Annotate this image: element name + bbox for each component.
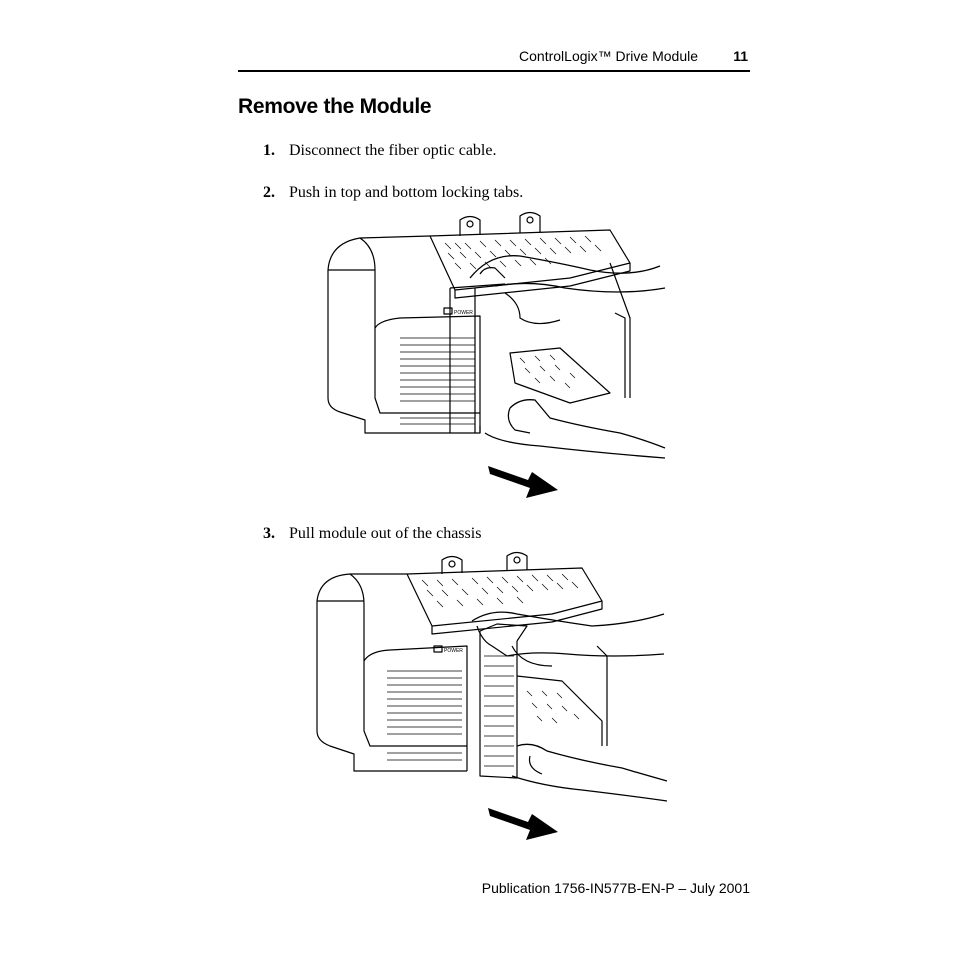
down-arrow-icon (486, 800, 566, 845)
header-rule (238, 70, 750, 72)
publication-footer: Publication 1756-IN577B-EN-P – July 2001 (481, 880, 750, 896)
power-led-icon (433, 645, 443, 653)
power-label: POWER (454, 310, 473, 316)
step-1: 1. Disconnect the fiber optic cable. (263, 142, 496, 160)
down-arrow-icon (486, 458, 566, 503)
step-text: Pull module out of the chassis (289, 525, 482, 542)
header-title: ControlLogix™ Drive Module (519, 48, 698, 64)
step-number: 1. (263, 142, 275, 159)
figure-pull-module: POWER (312, 546, 672, 806)
page-number: 11 (733, 48, 748, 64)
step-text: Disconnect the fiber optic cable. (289, 142, 497, 159)
step-number: 2. (263, 184, 275, 201)
page-header: ControlLogix™ Drive Module 11 (238, 44, 750, 72)
step-number: 3. (263, 525, 275, 542)
section-title: Remove the Module (238, 95, 432, 118)
step-text: Push in top and bottom locking tabs. (289, 184, 524, 201)
power-label: POWER (444, 648, 463, 654)
step-3: 3. Pull module out of the chassis (263, 525, 481, 543)
power-led-icon (443, 307, 453, 315)
figure-push-tabs: POWER (320, 208, 670, 508)
step-2: 2. Push in top and bottom locking tabs. (263, 184, 523, 202)
